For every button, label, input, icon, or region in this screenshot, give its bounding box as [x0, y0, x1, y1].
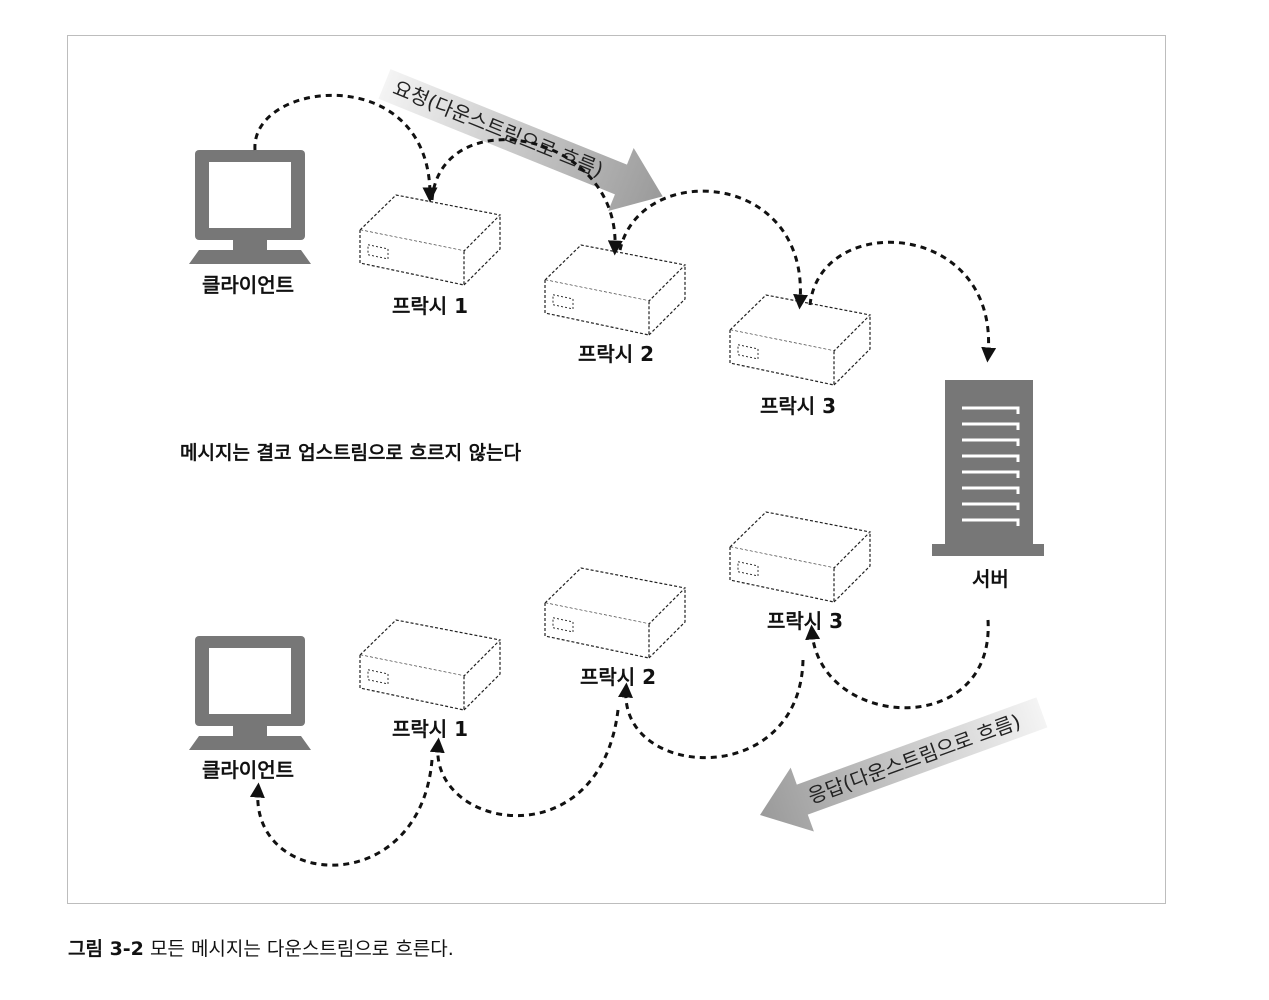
proxy3-box-icon-bottom: [729, 511, 871, 603]
figure-caption: 그림 3-2 모든 메시지는 다운스트림으로 흐른다.: [68, 934, 454, 961]
proxy1-box-icon-bottom: [359, 619, 501, 711]
client-computer-icon-bottom: [189, 636, 311, 750]
proxy1-label-bottom: 프락시 1: [392, 717, 468, 741]
proxy3-label-bottom: 프락시 3: [767, 609, 843, 633]
request-path-proxy1-to-proxy2: [430, 138, 623, 256]
response-path-proxy1-to-client: [249, 759, 434, 867]
response-path-proxy2-to-proxy1: [429, 709, 620, 818]
response-path-server-to-proxy3: [805, 619, 990, 710]
client-computer-icon-top: [189, 150, 311, 264]
proxy2-label-top: 프락시 2: [578, 342, 654, 366]
client-label-bottom: 클라이언트: [202, 758, 294, 782]
proxy1-box-icon-top: [359, 194, 501, 286]
request-flow-label: 요청(다운스트림으로 흐름): [390, 76, 607, 182]
proxy3-box-icon-top: [729, 294, 871, 386]
request-path-proxy3-to-server: [808, 240, 997, 363]
server-icon: [932, 380, 1044, 556]
proxy3-label-top: 프락시 3: [760, 394, 836, 418]
proxy1-label-top: 프락시 1: [392, 294, 468, 318]
proxy2-box-icon-bottom: [544, 567, 686, 659]
request-path-proxy2-to-proxy3: [618, 189, 809, 310]
response-flow-label: 응답(다운스트림으로 흐름): [805, 709, 1024, 808]
figure-frame: [67, 35, 1166, 904]
proxy2-box-icon-top: [544, 244, 686, 336]
response-path-proxy3-to-proxy2: [618, 659, 805, 760]
proxy2-label-bottom: 프락시 2: [580, 665, 656, 689]
caption-text: 모든 메시지는 다운스트림으로 흐른다.: [149, 938, 454, 960]
server-label: 서버: [972, 567, 1009, 591]
request-path-client-to-proxy1: [253, 93, 438, 203]
caption-number: 그림 3-2: [68, 938, 144, 960]
upstream-note: 메시지는 결코 업스트림으로 흐르지 않는다: [180, 442, 522, 464]
client-label-top: 클라이언트: [202, 273, 294, 297]
